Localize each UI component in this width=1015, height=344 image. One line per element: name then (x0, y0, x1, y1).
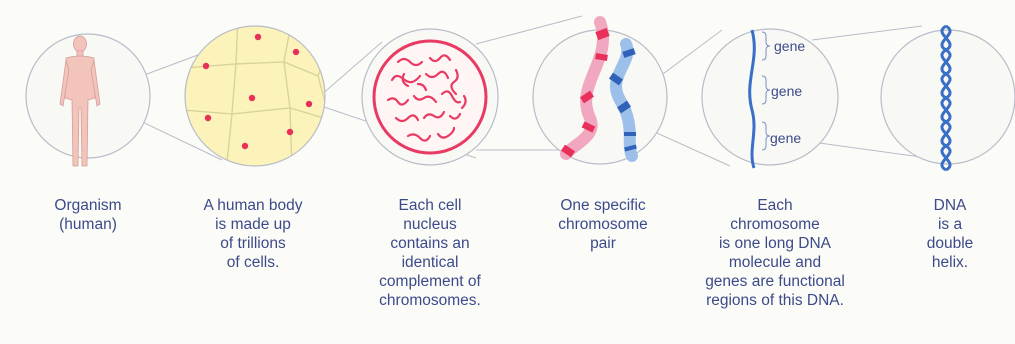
cells-panel (180, 14, 330, 172)
diagram: gene gene gene (0, 0, 1015, 200)
caption-chromosome-pair: One specific chromosome pair (528, 196, 678, 253)
caption-dna-molecule: Each chromosome is one long DNA molecule… (680, 196, 870, 310)
organism-panel (26, 34, 150, 166)
dna-molecule-panel: gene gene gene (702, 29, 838, 168)
double-helix-panel (881, 26, 1015, 170)
caption-double-helix: DNA is a double helix. (895, 196, 1005, 272)
caption-organism: Organism (human) (18, 196, 158, 234)
caption-cells: A human body is made up of trillions of … (178, 196, 328, 272)
gene-label-1: gene (774, 38, 805, 54)
chromosome-pair-panel (533, 22, 667, 164)
caption-nucleus: Each cell nucleus contains an identical … (350, 196, 510, 310)
nucleus-panel (362, 29, 498, 165)
gene-label-3: gene (770, 130, 801, 146)
gene-label-2: gene (771, 83, 802, 99)
